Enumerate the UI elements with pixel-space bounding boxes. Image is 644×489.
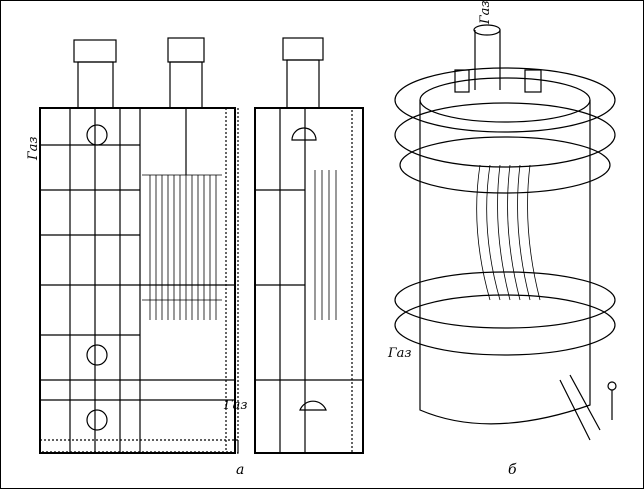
front-view-drawing xyxy=(39,37,239,454)
gas-inlet-label-front: Газ xyxy=(26,136,41,160)
gas-outlet-label-front: Газ xyxy=(224,398,248,413)
figure-a-label: а xyxy=(236,462,245,478)
tower-drawing xyxy=(394,24,617,441)
figure-b-label: б xyxy=(508,462,517,478)
gas-inlet-label-tower: Газ xyxy=(388,346,412,361)
side-view-drawing xyxy=(254,37,364,454)
gas-outlet-label-tower: Газ xyxy=(478,0,493,24)
